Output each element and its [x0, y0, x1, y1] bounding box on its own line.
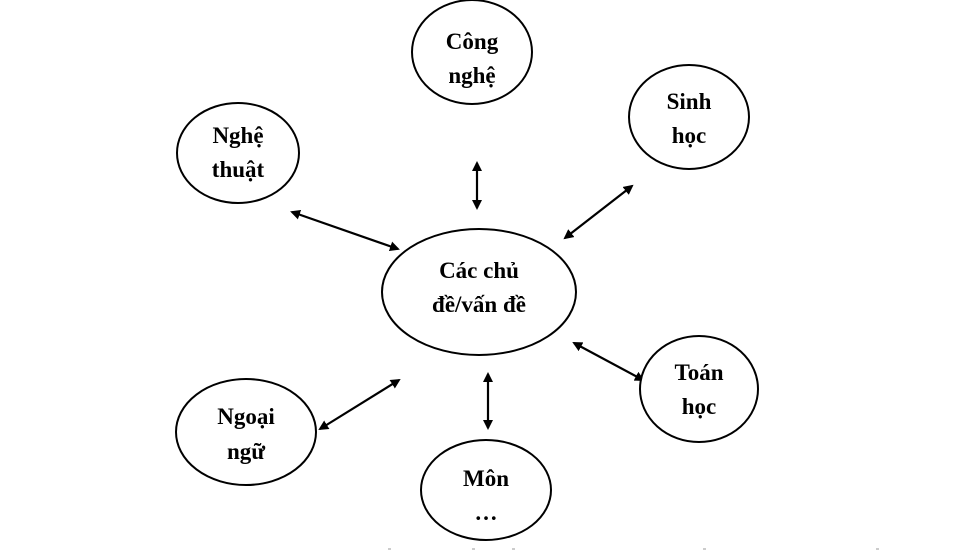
node-toan-hoc-shape [639, 335, 759, 443]
artifact-mark [703, 548, 706, 550]
node-nghe-thuat-shape [176, 102, 300, 204]
node-sinh-hoc-label-line-1: Sinh [667, 89, 712, 114]
node-mon-khac-shape [420, 439, 552, 541]
node-nghe-thuat-label-line-2: thuật [212, 157, 265, 182]
node-cong-nghe-label-line-2: nghệ [448, 63, 495, 88]
node-sinh-hoc-label-line-2: học [672, 123, 707, 148]
node-ngoai-ngu-label-line-1: Ngoại [217, 404, 275, 429]
artifact-mark [388, 548, 391, 550]
node-cong-nghe: Công nghệ [411, 0, 533, 105]
node-toan-hoc-label-line-1: Toán [674, 360, 723, 385]
node-ngoai-ngu: Ngoại ngữ [175, 378, 317, 486]
center-node-label-line-2: đề/vấn đề [432, 292, 526, 317]
artifact-mark [512, 548, 515, 550]
arrow-center-sinh-hoc [563, 184, 634, 240]
node-sinh-hoc-shape [628, 64, 750, 170]
artifact-mark [876, 548, 879, 550]
arrow-center-toan-hoc [572, 342, 645, 381]
node-ngoai-ngu-label-line-2: ngữ [227, 439, 266, 464]
node-ngoai-ngu-shape [175, 378, 317, 486]
node-mon-khac-label-line-1: Môn [463, 466, 509, 491]
center-node-shape [381, 228, 577, 356]
node-mon-khac: Môn … [420, 439, 552, 541]
node-cong-nghe-label-line-1: Công [446, 29, 499, 54]
node-cong-nghe-shape [411, 0, 533, 105]
node-nghe-thuat: Nghệ thuật [176, 102, 300, 204]
arrow-center-nghe-thuat [290, 209, 400, 252]
bottom-artifacts [388, 548, 879, 550]
arrow-center-ngoai-ngu [318, 378, 401, 431]
artifact-mark [472, 548, 475, 550]
node-nghe-thuat-label-line-1: Nghệ [212, 123, 263, 148]
node-toan-hoc: Toán học [639, 335, 759, 443]
node-toan-hoc-label-line-2: học [682, 394, 717, 419]
node-mon-khac-label-line-2: … [475, 500, 498, 525]
node-sinh-hoc: Sinh học [628, 64, 750, 170]
center-node: Các chủ đề/vấn đề [381, 228, 577, 356]
center-node-label-line-1: Các chủ [439, 258, 519, 283]
edges [290, 161, 645, 431]
